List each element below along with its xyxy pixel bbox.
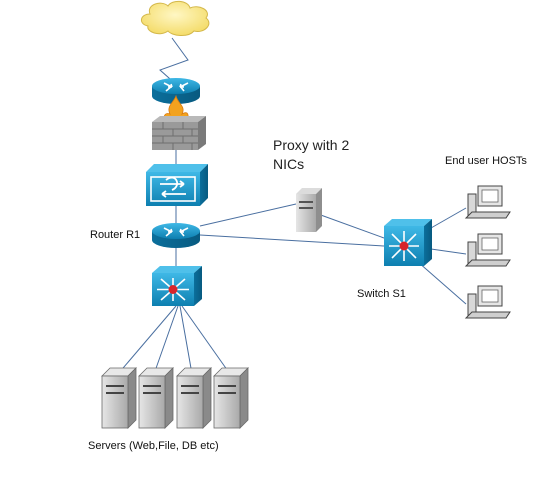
links xyxy=(117,37,467,375)
cloud-icon xyxy=(141,0,210,36)
link-router-r1-switch-s1 xyxy=(199,234,385,247)
proxy-label-line-2: NICs xyxy=(273,156,305,172)
link-core-server-3 xyxy=(179,305,193,375)
multilayer-switch-icon xyxy=(152,266,202,306)
firewall-icon xyxy=(152,94,206,150)
link-core-server-1 xyxy=(117,305,177,375)
workstation-icon xyxy=(464,233,511,267)
proxy-label-line-1: Proxy with 2 xyxy=(273,137,350,153)
server-icon xyxy=(213,367,249,429)
switch-s1-icon xyxy=(384,219,432,266)
router-icon xyxy=(152,78,200,104)
router-r1-icon xyxy=(152,223,200,248)
link-core-server-4 xyxy=(181,305,231,375)
end-user-hosts-label: End user HOSTs xyxy=(445,155,527,167)
link-router-r1-proxy xyxy=(199,203,297,227)
switch-s1-label: Switch S1 xyxy=(357,288,406,300)
link-switch-host-3 xyxy=(417,261,467,305)
server-icon xyxy=(101,367,137,429)
wan-link xyxy=(159,37,189,87)
workstation-icon xyxy=(464,285,511,319)
link-core-server-2 xyxy=(153,305,179,375)
link-proxy-switch-s1 xyxy=(317,213,385,239)
servers-label: Servers (Web,File, DB etc) xyxy=(88,440,219,452)
server-icon xyxy=(176,367,212,429)
router-r1-label: Router R1 xyxy=(90,229,141,241)
pix-icon xyxy=(146,164,208,206)
workstation-icon xyxy=(464,185,511,219)
server-icon xyxy=(138,367,174,429)
proxy-server-icon xyxy=(296,188,322,232)
